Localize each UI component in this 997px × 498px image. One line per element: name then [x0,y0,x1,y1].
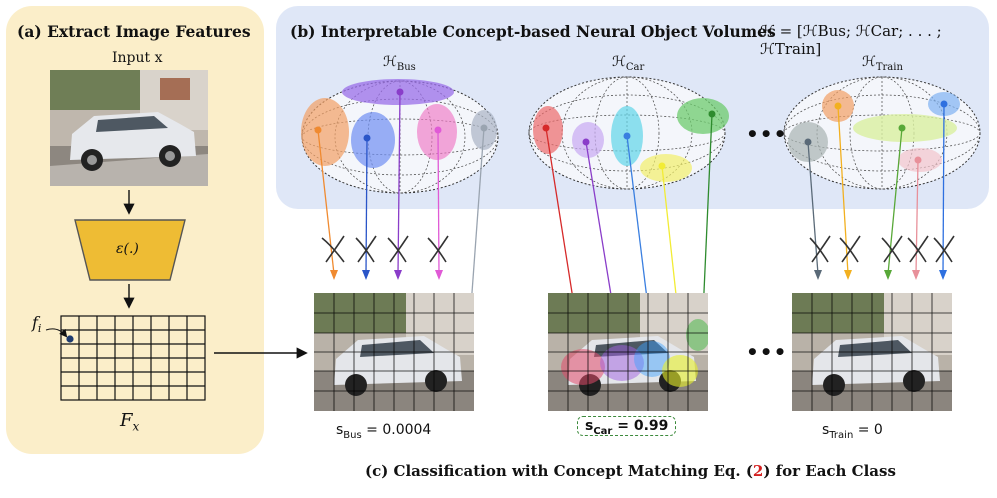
input-image [50,70,208,186]
volume-car [528,76,729,190]
score-train: sTrain = 0 [822,422,883,441]
panel-a-title: (a) Extract Image Features [17,22,251,41]
feature-point-label: fi [32,313,42,336]
cross-mark-icon [809,235,955,263]
class-image-car [548,293,708,411]
panel-b-title: (b) Interpretable Concept-based Neural O… [290,22,776,41]
images-ellipsis: ••• [746,340,788,364]
volumes-ellipsis: ••• [746,122,788,146]
class-image-train [792,293,952,411]
encoder-label: ε(.) [116,241,139,257]
class-image-bus [314,293,474,411]
equation-ref-link[interactable]: 2 [752,462,764,480]
dot-icon [66,335,74,343]
input-label: Input x [112,50,163,66]
score-bus: sBus = 0.0004 [336,422,432,441]
train-concept-arrows [804,100,948,280]
volume-train [783,76,981,190]
score-car: sCar = 0.99 [577,416,677,437]
bus-concept-arrows [314,88,488,321]
volumes-formula: ℋ = [ℋBus; ℋCar; . . . ; ℋTrain] [760,22,942,58]
volume-label-bus: ℋBus [383,54,416,73]
volume-label-car: ℋCar [612,54,645,73]
cross-mark-icon [321,235,449,263]
feature-map-grid [60,315,206,401]
encoder-block [74,219,186,281]
panel-c-caption: (c) Classification with Concept Matching… [365,462,896,480]
volume-label-train: ℋTrain [862,54,903,73]
feature-map-label: Fx [120,410,140,434]
